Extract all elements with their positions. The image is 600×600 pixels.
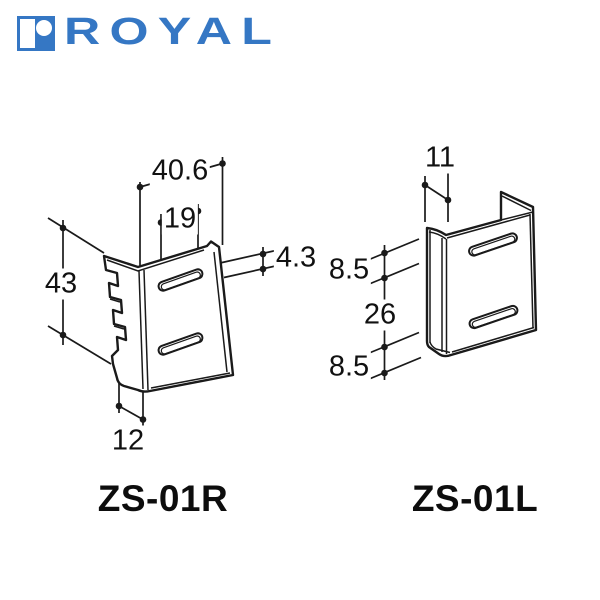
logo-white-rect	[20, 19, 35, 48]
zs-01r-lower-slot-inner	[160, 335, 201, 355]
zs-01l-figure	[367, 170, 538, 381]
dim-label-top-slot-offset: 8.5	[326, 253, 372, 286]
zs-01r-upper-slot-inner	[160, 271, 201, 291]
dim-label-fold-depth: 4.3	[273, 241, 319, 274]
zs-01r-bracket-details	[106, 249, 231, 391]
zs-01r-bracket-outline	[102, 240, 235, 393]
dim-label-tab-width: 12	[109, 424, 147, 457]
part-label-zs-01r: ZS-01R	[97, 478, 229, 519]
zs-01r-figure	[47, 157, 281, 434]
royal-logo-icon	[17, 16, 55, 51]
dim-label-overall-height: 43	[42, 267, 80, 300]
zs-01l-lower-slot-inner	[471, 307, 516, 328]
part-label-zs-01l: ZS-01L	[411, 478, 539, 519]
dim-label-bottom-slot-offset: 8.5	[326, 350, 372, 383]
dim-label-overall-width: 40.6	[149, 154, 211, 187]
dim-label-flange-depth: 11	[422, 141, 458, 174]
zs-01l-dimension-lines	[367, 170, 449, 381]
zs-01l-upper-slot-inner	[471, 235, 516, 256]
dim-label-slot-spacing: 26	[361, 298, 399, 331]
logo-white-circle	[36, 20, 52, 36]
zs-01r-slots	[157, 268, 204, 356]
zs-01l-bracket-details	[428, 195, 535, 354]
brand-wordmark: ROYAL	[64, 11, 282, 53]
zs-01l-slots	[468, 232, 519, 330]
zs-01l-dimension-dots	[381, 181, 452, 377]
dim-label-slot-offset: 19	[161, 202, 199, 235]
